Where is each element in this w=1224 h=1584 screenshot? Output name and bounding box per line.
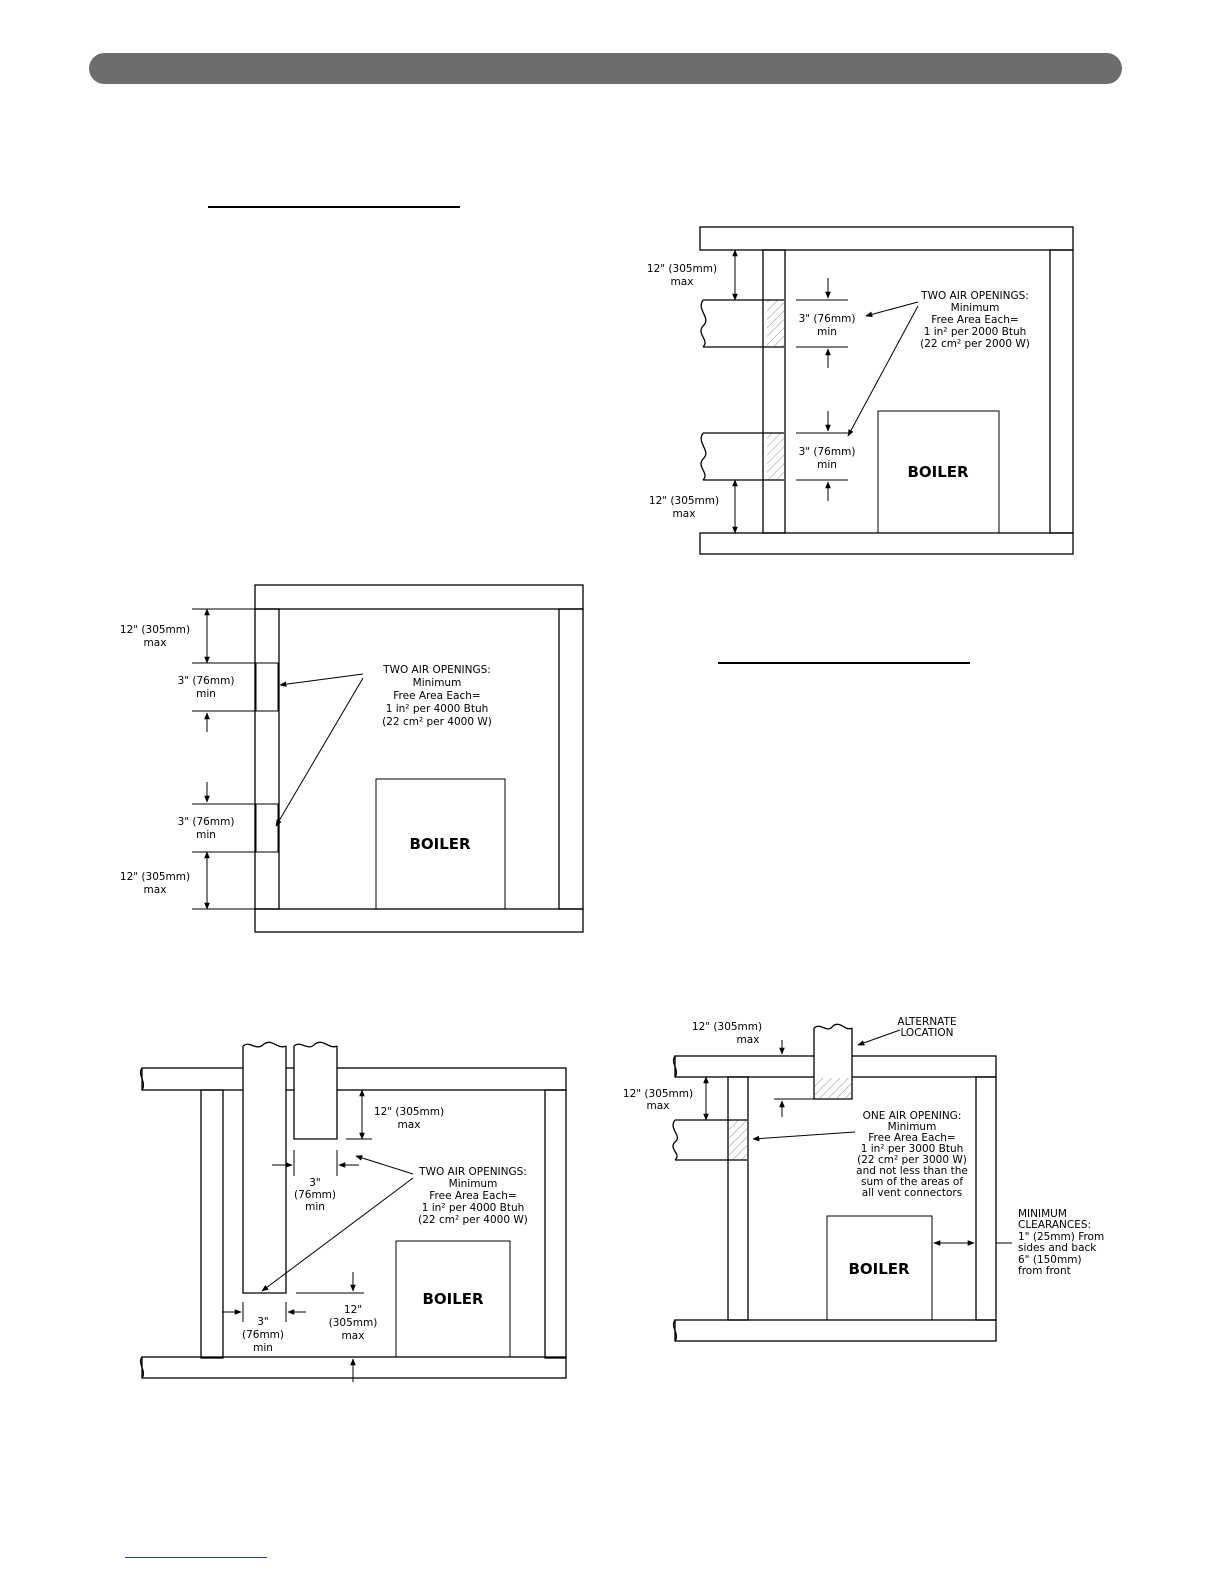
diagram-c-dim-gap-3: min xyxy=(305,1201,325,1213)
diagram-c-dim-duct-unit: max xyxy=(398,1119,421,1131)
diagram-a-note-1: TWO AIR OPENINGS: xyxy=(920,290,1029,302)
diagram-b-note-1: TWO AIR OPENINGS: xyxy=(382,664,491,676)
diagram-b-note-2: Minimum xyxy=(413,677,462,689)
diagram-two-openings-wall: 12" (305mm) max 3" (76mm) min 3" (76mm) … xyxy=(120,584,584,933)
diagram-d-dim-wall: 12" (305mm) xyxy=(623,1088,693,1100)
diagram-d-dim-roof: 12" (305mm) xyxy=(692,1021,762,1033)
diagram-c-note-5: (22 cm² per 4000 W) xyxy=(418,1214,528,1226)
diagram-b-dim-open-2-unit: min xyxy=(196,829,216,841)
diagram-d-alt-1: ALTERNATE xyxy=(897,1016,956,1028)
diagram-c-boiler-label: BOILER xyxy=(422,1290,484,1308)
diagram-a-note-4: 1 in² per 2000 Btuh xyxy=(924,326,1027,338)
header-bar xyxy=(89,53,1122,84)
diagram-a-dim-open-1: 3" (76mm) xyxy=(799,313,856,325)
diagram-c-dim-bottom-gap-2: (76mm) xyxy=(242,1329,284,1341)
diagram-d-clear-4: sides and back xyxy=(1018,1242,1097,1254)
diagram-b-boiler-label: BOILER xyxy=(409,835,471,853)
diagram-b-note-3: Free Area Each= xyxy=(393,690,480,702)
diagram-d-note-4: 1 in² per 3000 Btuh xyxy=(861,1143,964,1155)
diagram-d-dim-roof-unit: max xyxy=(737,1034,760,1046)
diagram-a-dim-top-unit: max xyxy=(671,276,694,288)
diagram-a-dim-open-2-unit: min xyxy=(817,459,837,471)
diagram-d-alt-2: LOCATION xyxy=(900,1027,953,1039)
diagram-d-note-1: ONE AIR OPENING: xyxy=(863,1110,962,1122)
diagram-d-clear-5: 6" (150mm) xyxy=(1018,1254,1082,1266)
diagram-c-dim-bottom-gap-3: min xyxy=(253,1342,273,1354)
diagram-a-dim-open-1-unit: min xyxy=(817,326,837,338)
diagram-a-dim-open-2: 3" (76mm) xyxy=(799,446,856,458)
diagram-c-dim-gap-2: (76mm) xyxy=(294,1189,336,1201)
diagram-a-note-2: Minimum xyxy=(951,302,1000,314)
footer-link-rule xyxy=(125,1557,267,1558)
diagram-c-dim-bottom-2: (305mm) xyxy=(329,1317,378,1329)
diagram-b-note-5: (22 cm² per 4000 W) xyxy=(382,716,492,728)
diagram-d-clear-6: from front xyxy=(1018,1265,1071,1277)
diagram-c-note-3: Free Area Each= xyxy=(429,1190,516,1202)
diagram-a-dim-bottom: 12" (305mm) xyxy=(649,495,719,507)
diagram-d-note-7: sum of the areas of xyxy=(861,1176,963,1188)
diagram-b-dim-open-2: 3" (76mm) xyxy=(178,816,235,828)
diagram-two-openings-horizontal-ducts: 12" (305mm) max 12" (305mm) max 3" (76mm… xyxy=(647,226,1074,555)
diagram-c-dim-duct: 12" (305mm) xyxy=(374,1106,444,1118)
diagram-d-note-6: and not less than the xyxy=(856,1165,968,1177)
diagram-a-note-5: (22 cm² per 2000 W) xyxy=(920,338,1030,350)
diagram-c-note-2: Minimum xyxy=(449,1178,498,1190)
heading-rule-right xyxy=(718,662,970,664)
diagram-c-dim-gap-1: 3" xyxy=(309,1177,321,1189)
diagram-d-dim-wall-unit: max xyxy=(647,1100,670,1112)
diagram-d-note-5: (22 cm² per 3000 W) xyxy=(857,1154,967,1166)
diagram-b-dim-open-1-unit: min xyxy=(196,688,216,700)
diagram-b-note-4: 1 in² per 4000 Btuh xyxy=(386,703,489,715)
diagram-d-clear-1: MINIMUM xyxy=(1018,1208,1067,1220)
diagram-b-dim-bottom: 12" (305mm) xyxy=(120,871,190,883)
diagram-d-boiler-label: BOILER xyxy=(848,1260,910,1278)
diagram-d-note-8: all vent connectors xyxy=(862,1187,962,1199)
diagram-a-note-3: Free Area Each= xyxy=(931,314,1018,326)
diagram-c-note-1: TWO AIR OPENINGS: xyxy=(418,1166,527,1178)
diagram-d-clear-2: CLEARANCES: xyxy=(1018,1219,1091,1231)
diagram-b-dim-bottom-unit: max xyxy=(144,884,167,896)
diagram-c-note-4: 1 in² per 4000 Btuh xyxy=(422,1202,525,1214)
diagram-c-dim-bottom-1: 12" xyxy=(344,1304,362,1316)
diagram-d-clear-3: 1" (25mm) From xyxy=(1018,1231,1104,1243)
heading-rule-left xyxy=(208,206,460,208)
diagram-two-openings-vertical-ducts: 12" (305mm) max 3" (76mm) min 3" (76mm) … xyxy=(139,1041,567,1382)
diagram-c-dim-bottom-3: max xyxy=(342,1330,365,1342)
diagram-d-note-2: Minimum xyxy=(888,1121,937,1133)
diagram-a-dim-top: 12" (305mm) xyxy=(647,263,717,275)
diagram-a-dim-bottom-unit: max xyxy=(673,508,696,520)
diagram-b-dim-open-1: 3" (76mm) xyxy=(178,675,235,687)
diagram-a-boiler-label: BOILER xyxy=(907,463,969,481)
diagram-c-dim-bottom-gap-1: 3" xyxy=(257,1316,269,1328)
diagram-b-dim-top: 12" (305mm) xyxy=(120,624,190,636)
diagram-d-note-3: Free Area Each= xyxy=(868,1132,955,1144)
diagram-one-opening: ALTERNATE LOCATION 12" (305mm) max 12" (… xyxy=(623,1016,1104,1342)
diagram-b-dim-top-unit: max xyxy=(144,637,167,649)
